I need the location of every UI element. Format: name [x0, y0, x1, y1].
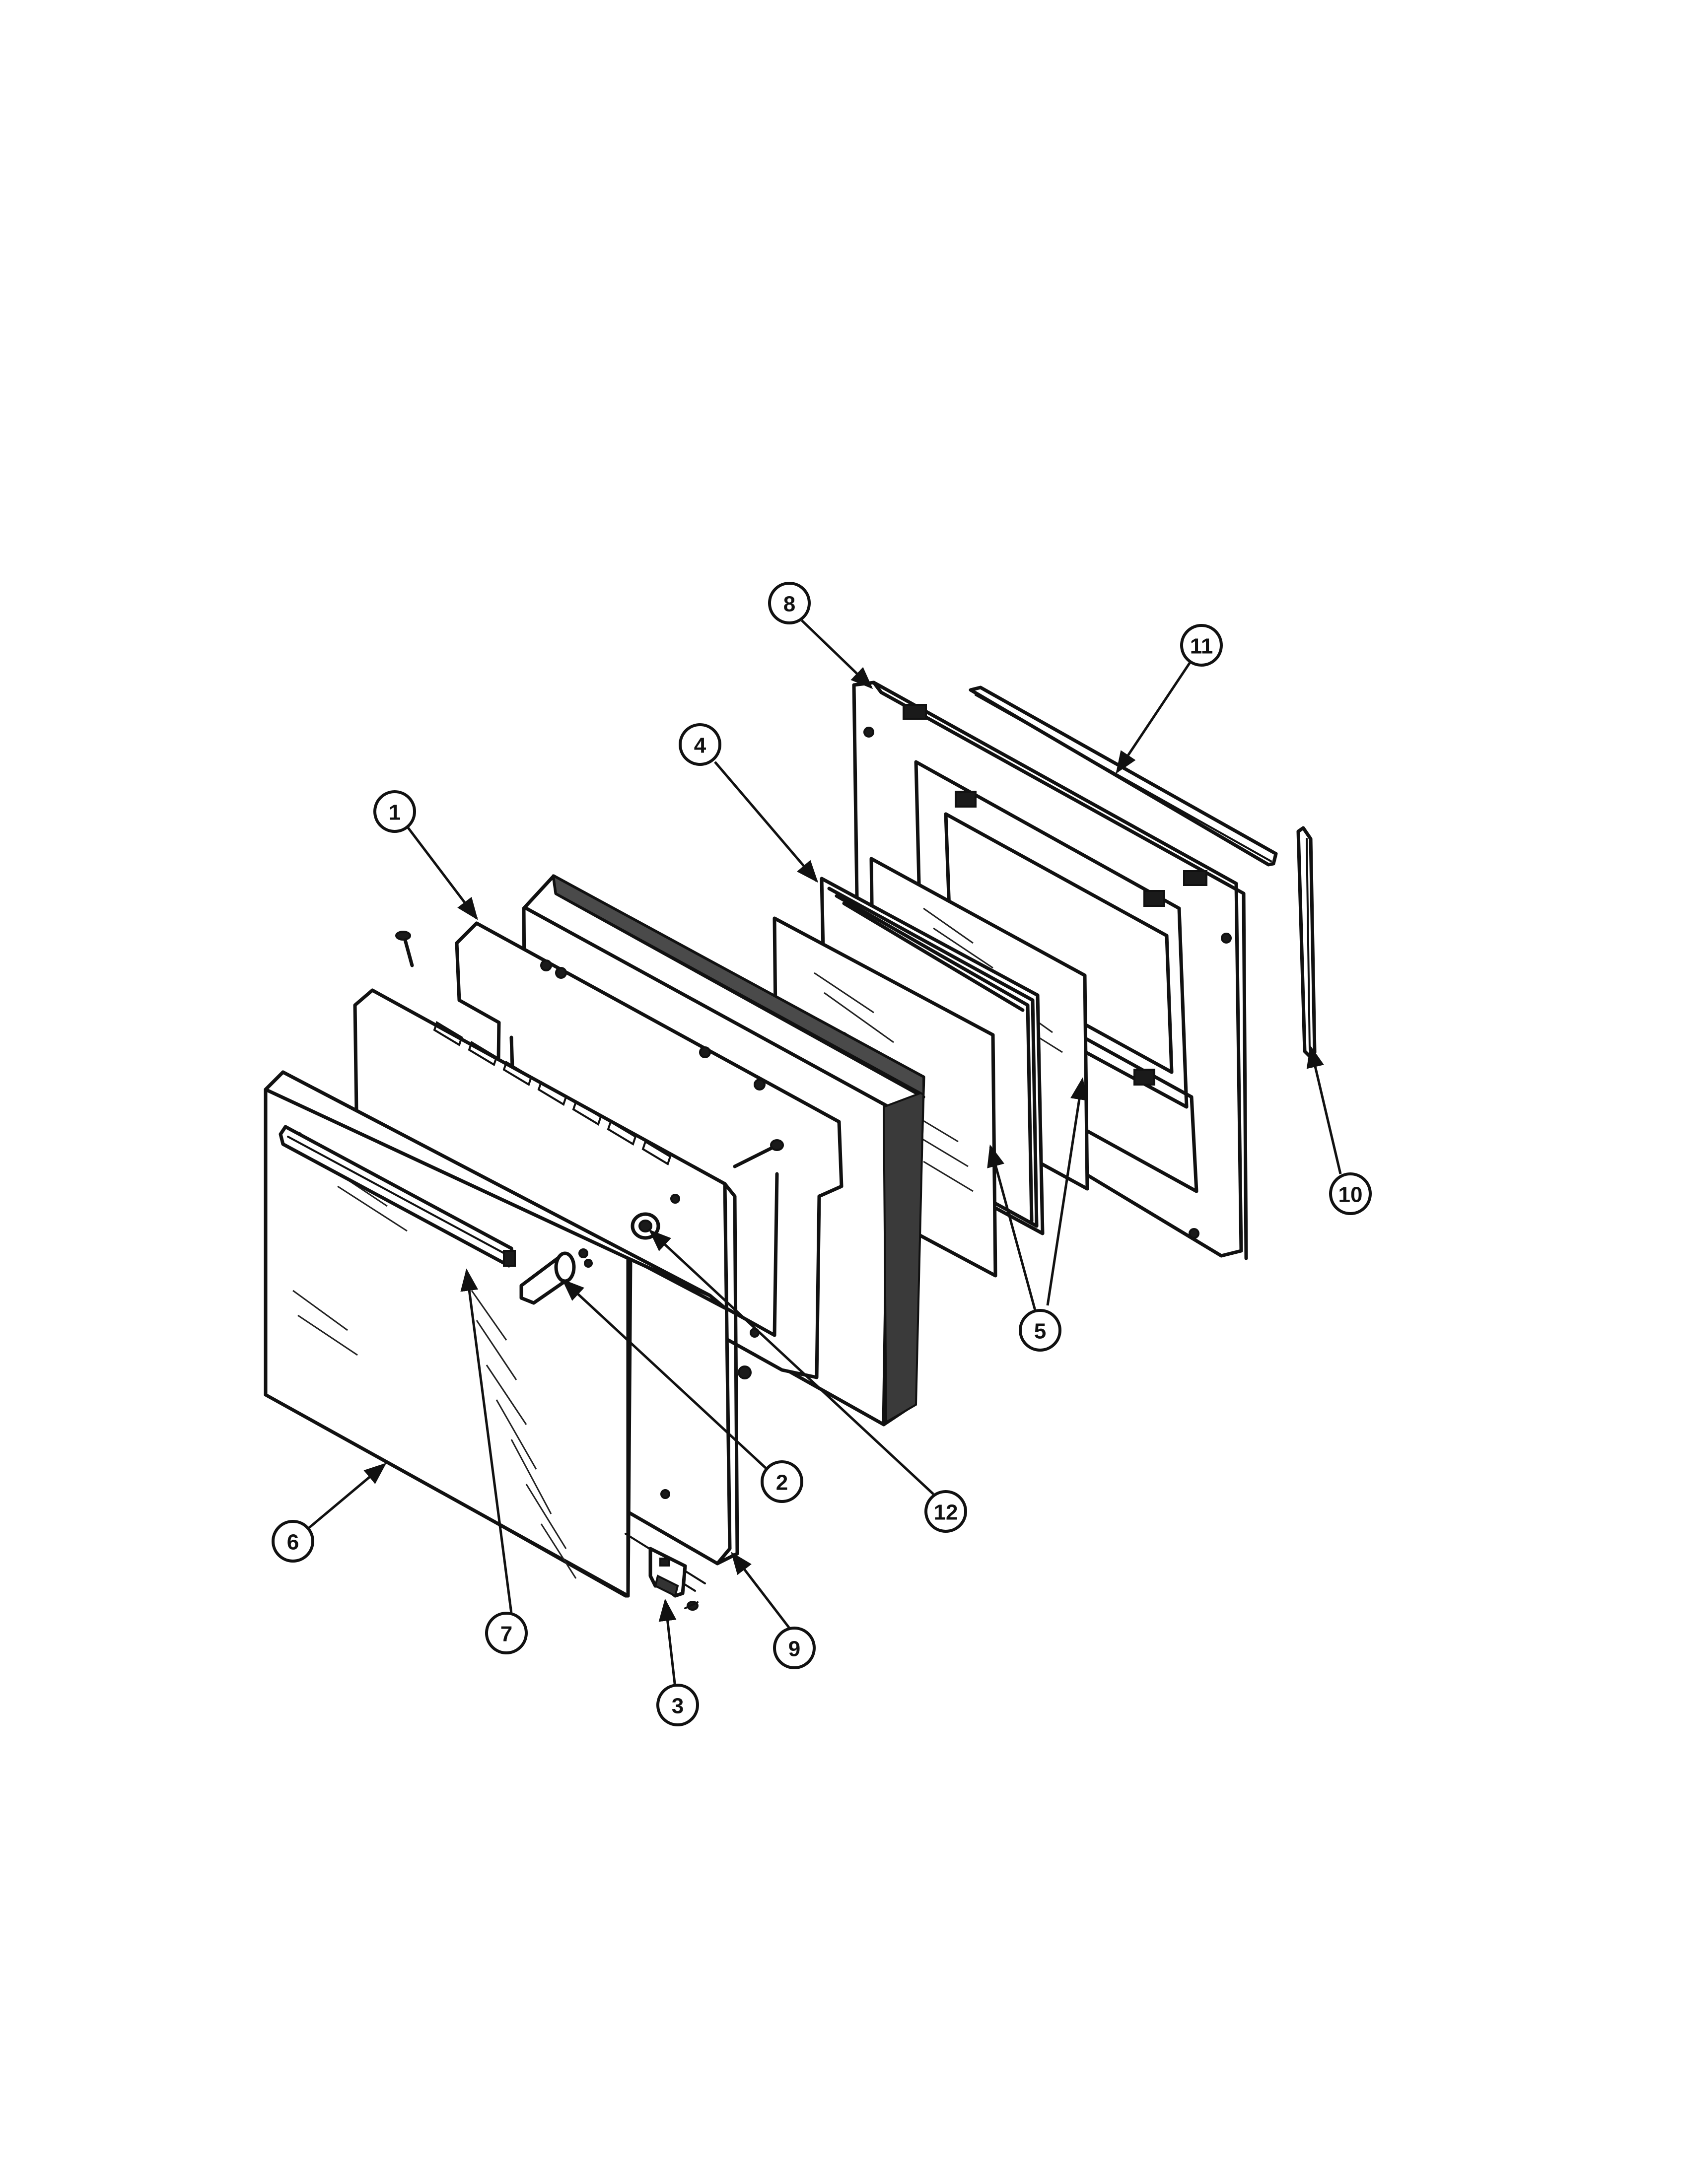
leader-1 [406, 825, 478, 920]
callout-10-label: 10 [1338, 1183, 1363, 1207]
callout-1: 1 [373, 790, 416, 833]
callout-3: 3 [656, 1684, 699, 1726]
leader-3 [658, 1598, 677, 1688]
callout-9: 9 [773, 1627, 816, 1669]
callout-3-label: 3 [672, 1694, 684, 1718]
vent-slots [433, 1021, 672, 1165]
callout-1-label: 1 [389, 801, 401, 825]
side-trim-strip-part [1296, 826, 1317, 1059]
callout-6-label: 6 [287, 1530, 299, 1555]
top-trim-strip-part [969, 685, 1278, 867]
callout-7-label: 7 [500, 1622, 512, 1646]
leader-4 [714, 761, 818, 883]
callout-12-label: 12 [934, 1501, 958, 1525]
callout-9-label: 9 [788, 1637, 800, 1661]
callout-4-label: 4 [694, 734, 706, 758]
callout-12: 12 [924, 1490, 967, 1533]
leader-11 [1116, 659, 1193, 774]
callout-2: 2 [761, 1460, 803, 1503]
screw-top [395, 931, 414, 967]
leader-7 [460, 1268, 513, 1614]
callout-6: 6 [272, 1520, 314, 1563]
screw-side [733, 1139, 784, 1168]
leader-lines [307, 619, 1342, 1688]
leader-9 [731, 1552, 790, 1629]
leader-12 [648, 1229, 934, 1495]
leader-2 [562, 1279, 768, 1470]
callout-8-label: 8 [783, 592, 795, 616]
leader-10 [1306, 1045, 1342, 1174]
outer-glass-door-part [264, 1070, 727, 1598]
door-handle-part [279, 1125, 516, 1268]
leader-8 [801, 619, 873, 689]
callout-5-label: 5 [1034, 1319, 1046, 1344]
leader-5b [1046, 1077, 1088, 1306]
callout-2-label: 2 [776, 1471, 788, 1495]
callout-7: 7 [485, 1612, 528, 1654]
callout-11-label: 11 [1190, 634, 1213, 659]
callout-5: 5 [1019, 1309, 1061, 1352]
callout-11: 11 [1180, 624, 1223, 667]
hinge-bracket-part [625, 1533, 706, 1611]
callout-8: 8 [768, 582, 811, 624]
callout-4: 4 [679, 723, 721, 766]
leader-5a [987, 1144, 1037, 1311]
callout-10: 10 [1329, 1172, 1372, 1215]
leader-6 [307, 1463, 387, 1530]
